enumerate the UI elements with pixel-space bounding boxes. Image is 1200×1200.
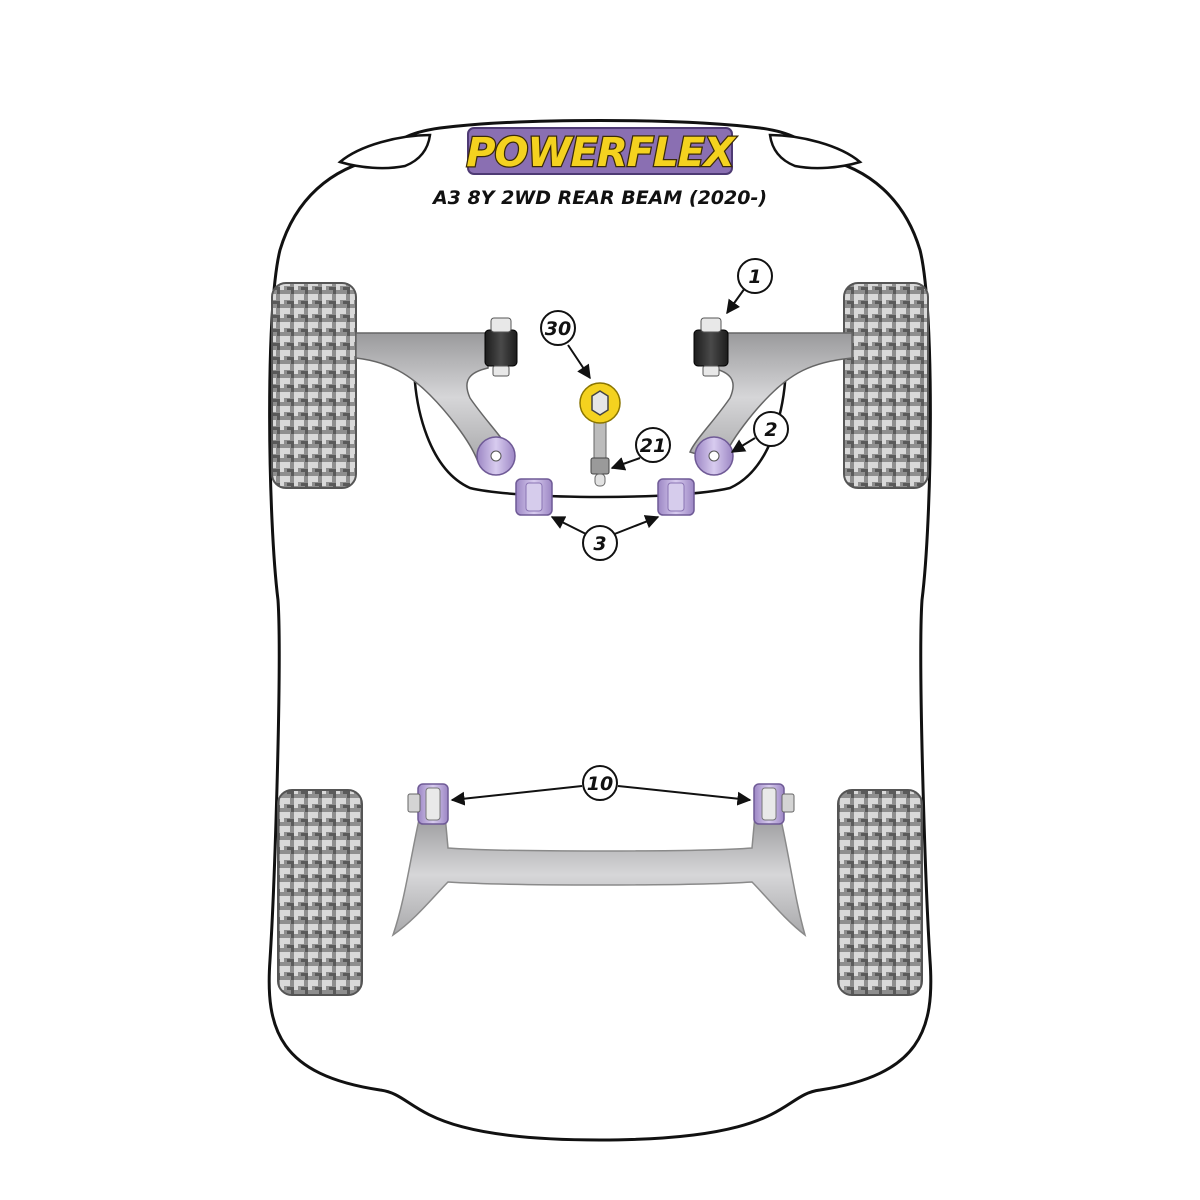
right-anti-roll-bar-bush-core [667, 482, 685, 512]
front-left-wheel [271, 282, 357, 489]
leader-21 [610, 457, 641, 471]
callout-21-label: 21 [640, 435, 666, 457]
right-front-bush-sleeve [700, 317, 722, 333]
powerflex-logo: POWERFLEX [465, 127, 739, 177]
callout-1-label: 1 [748, 266, 761, 288]
drop-link-hex-nut [591, 390, 609, 416]
leader-3-right [611, 515, 660, 536]
left-front-bush-sleeve [490, 317, 512, 333]
leader-3-left [550, 516, 589, 536]
leader-30 [567, 344, 591, 380]
callout-2: 2 [753, 411, 789, 447]
left-rear-arm-bush-centre [490, 450, 502, 462]
right-front-bush-black [693, 329, 729, 367]
callout-2-label: 2 [764, 419, 777, 441]
callout-21: 21 [635, 427, 671, 463]
right-rear-arm-bush-centre [708, 450, 720, 462]
callout-3: 3 [582, 525, 618, 561]
right-rear-beam-bush-sleeve [761, 787, 777, 821]
rear-beam [391, 814, 807, 937]
callout-3-label: 3 [593, 533, 606, 555]
right-rear-beam-bush-bolt [781, 793, 795, 813]
callout-10-label: 10 [587, 773, 613, 795]
callout-10: 10 [582, 765, 618, 801]
rear-left-wheel [277, 789, 363, 996]
left-rear-beam-bush-sleeve [425, 787, 441, 821]
front-right-wheel [843, 282, 929, 489]
drop-link-lower-joint [590, 457, 610, 475]
logo-text: POWERFLEX [466, 130, 737, 176]
diagram-title: A3 8Y 2WD REAR BEAM (2020-) [431, 187, 767, 209]
rear-right-wheel [837, 789, 923, 996]
callout-1: 1 [737, 258, 773, 294]
leader-10-right [617, 785, 752, 806]
right-light-outline [768, 133, 863, 170]
left-light-outline [337, 133, 432, 170]
leader-10-left [450, 785, 583, 806]
callout-30: 30 [540, 310, 576, 346]
left-front-bush-sleeve-bottom [492, 365, 510, 377]
left-rear-beam-bush-bolt [407, 793, 421, 813]
left-front-bush-black [484, 329, 518, 367]
right-front-bush-sleeve-bottom [702, 365, 720, 377]
car-body-outline [267, 119, 933, 1142]
leader-1 [726, 287, 746, 315]
left-anti-roll-bar-bush-core [525, 482, 543, 512]
leader-2 [730, 437, 756, 453]
drop-link-ball [594, 473, 606, 487]
callout-30-label: 30 [545, 318, 571, 340]
